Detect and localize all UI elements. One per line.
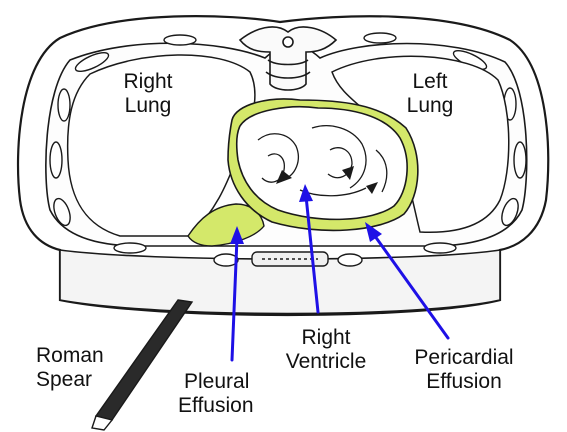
label-pericardial-effusion-line1: Pericardial [400,346,528,370]
label-roman-spear-line2: Spear [36,368,104,392]
label-pleural-effusion: Pleural Effusion [178,370,254,418]
label-right-lung-line1: Right [118,70,178,94]
label-left-lung: Left Lung [392,70,468,118]
label-pleural-effusion-line1: Pleural [178,370,254,394]
label-right-ventricle-line1: Right [276,326,376,350]
label-right-ventricle: Right Ventricle [276,326,376,374]
label-right-lung-line2: Lung [118,94,178,118]
label-pericardial-effusion-line2: Effusion [400,370,528,394]
label-pericardial-effusion: Pericardial Effusion [400,346,528,394]
label-roman-spear: Roman Spear [36,344,104,392]
label-left-lung-line2: Lung [392,94,468,118]
label-right-lung: Right Lung [118,70,178,118]
label-roman-spear-line1: Roman [36,344,104,368]
roman-spear [92,300,192,430]
label-left-lung-line1: Left [392,70,468,94]
label-pleural-effusion-line2: Effusion [178,394,254,418]
label-right-ventricle-line2: Ventricle [276,350,376,374]
